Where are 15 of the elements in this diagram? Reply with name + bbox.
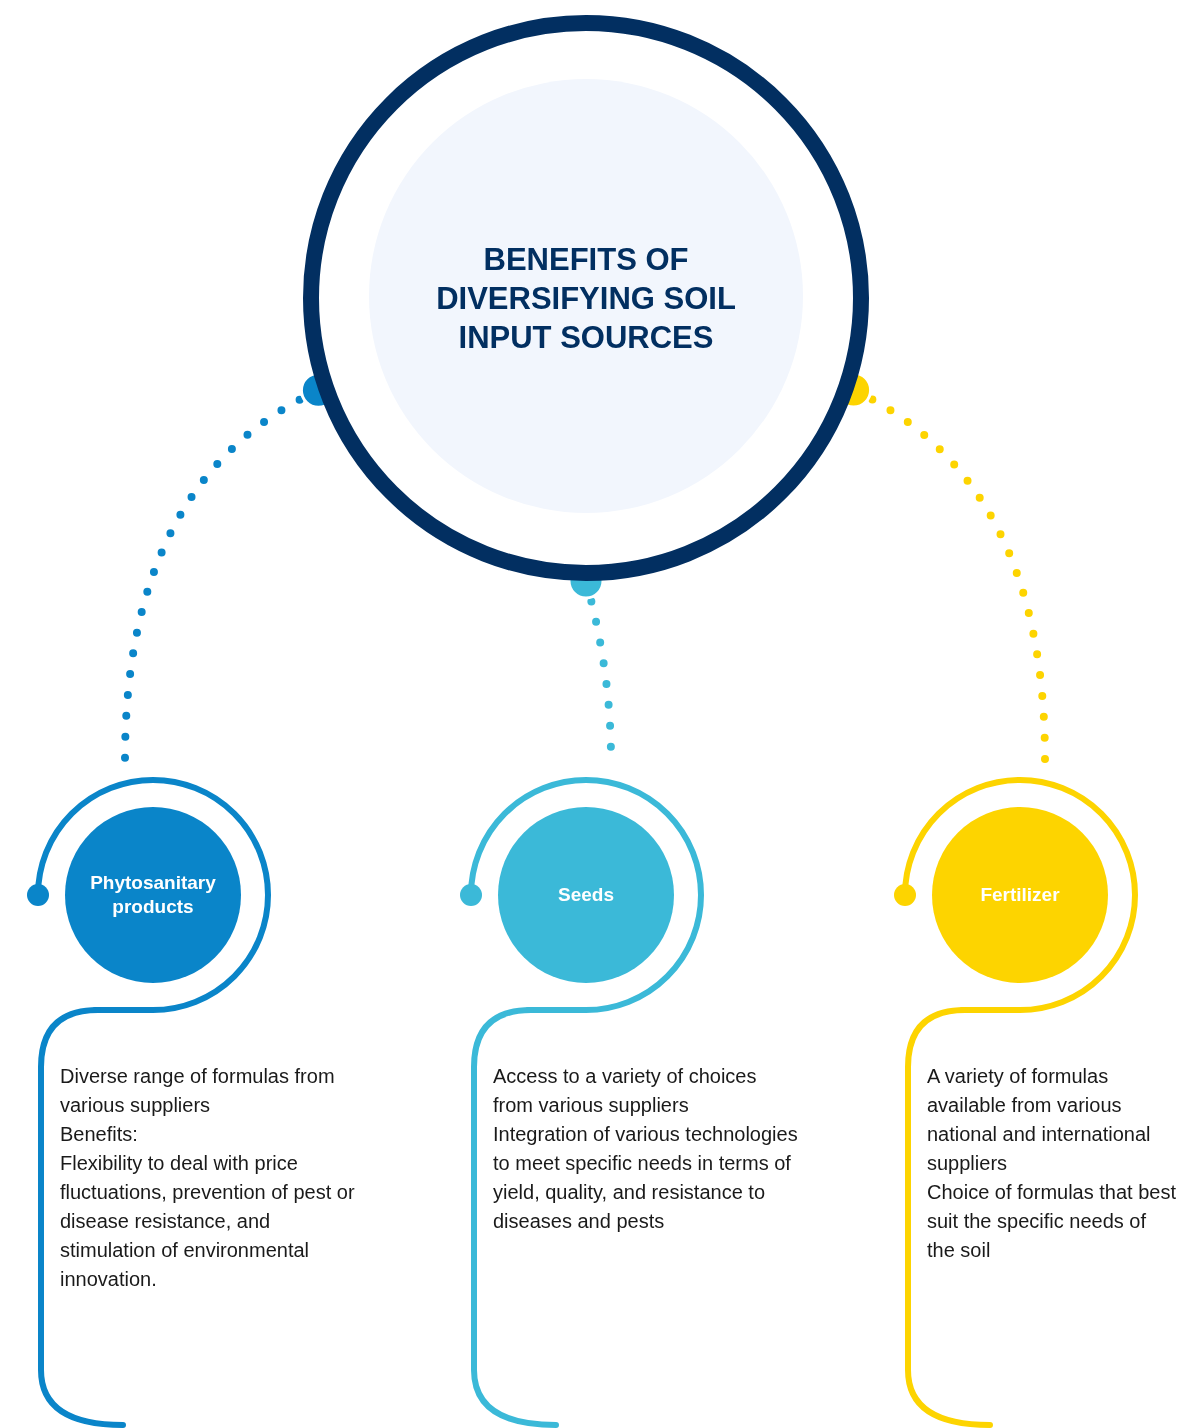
title: BENEFITS OF DIVERSIFYING SOIL INPUT SOURCES bbox=[436, 240, 736, 357]
description-text: Access to a variety of choices from various suppliers bbox=[493, 1064, 758, 1118]
description-text: Flexibility to deal with price fluctuations, prevention of pest or disease resistance, and stimulation of environmental innovation. bbox=[60, 1151, 356, 1292]
description-text: Choice of formulas that best suit the specific needs of the soil bbox=[927, 1180, 1177, 1263]
description-text: Diverse range of formulas from various suppliers bbox=[60, 1064, 336, 1118]
category-label: Phytosanitary products bbox=[89, 871, 217, 919]
description-panel bbox=[905, 1007, 1179, 1428]
category-label: Seeds bbox=[557, 883, 615, 907]
category-label: Fertilizer bbox=[979, 883, 1061, 907]
curved-connector bbox=[460, 777, 704, 1013]
description-text: A variety of formulas available from various national and international suppliers bbox=[927, 1064, 1152, 1176]
curved-connector bbox=[894, 777, 1138, 1013]
description-text: Integration of various technologies to meet specific needs in terms of yield, quality, and resistance to diseases and pests bbox=[493, 1122, 799, 1234]
description-text: Benefits: bbox=[60, 1122, 139, 1147]
curved-connector bbox=[27, 777, 271, 1013]
